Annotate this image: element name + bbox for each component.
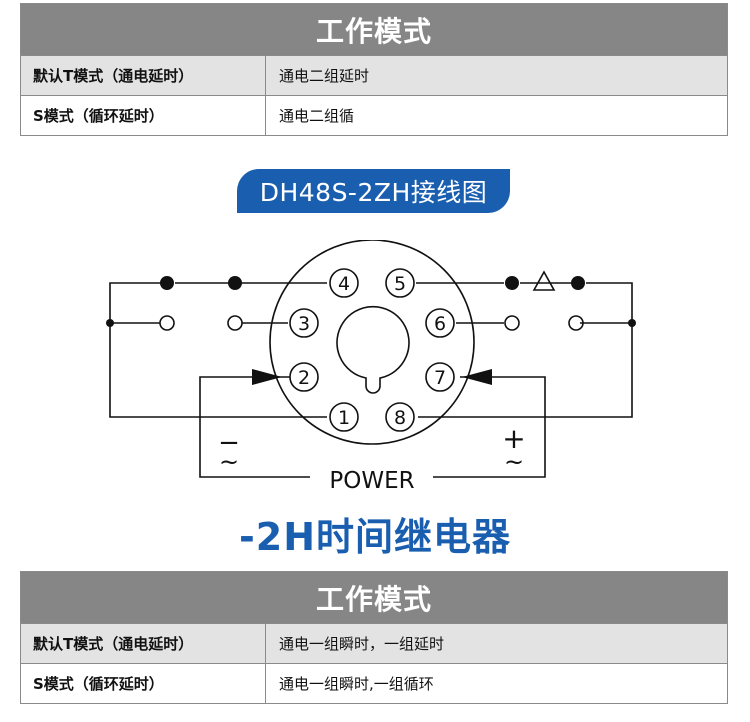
pin-label: 5 bbox=[394, 273, 406, 295]
plus-symbol: + bbox=[502, 422, 525, 455]
mode-value: 通电二组延时 bbox=[279, 67, 370, 85]
relay-title: -2H时间继电器 bbox=[238, 515, 511, 559]
mode-table-top: 工作模式 默认T模式（通电延时） 通电二组延时 S模式（循环延时） 通电二组循 bbox=[20, 3, 728, 136]
pin-label: 2 bbox=[298, 367, 310, 389]
table-header: 工作模式 bbox=[21, 4, 727, 55]
table-row: S模式（循环延时） 通电一组瞬时,一组循环 bbox=[21, 663, 727, 703]
mode-table-bottom: 工作模式 默认T模式（通电延时） 通电一组瞬时，一组延时 S模式（循环延时） 通… bbox=[20, 571, 728, 704]
pin-label: 7 bbox=[434, 367, 446, 389]
arrow-left bbox=[462, 369, 492, 385]
mode-value: 通电二组循 bbox=[279, 107, 355, 125]
table-row: 默认T模式（通电延时） 通电二组延时 bbox=[21, 55, 727, 95]
ac-symbol: ~ bbox=[504, 448, 524, 476]
minus-symbol: − bbox=[218, 428, 240, 458]
ac-symbol: ~ bbox=[219, 448, 239, 476]
power-label: POWER bbox=[329, 468, 414, 494]
table-header: 工作模式 bbox=[21, 572, 727, 623]
table-row: 默认T模式（通电延时） 通电一组瞬时，一组延时 bbox=[21, 623, 727, 663]
socket-circle bbox=[269, 240, 475, 445]
pin-label: 1 bbox=[338, 407, 350, 429]
mode-key: 默认T模式（通电延时） bbox=[21, 56, 266, 95]
arrow-right bbox=[252, 369, 282, 385]
pin-label: 6 bbox=[434, 313, 446, 335]
pin-label: 8 bbox=[394, 407, 406, 429]
wire-left-frame bbox=[109, 282, 327, 418]
pin-label: 3 bbox=[298, 313, 310, 335]
wire-power-right bbox=[433, 376, 546, 478]
socket-keyhole bbox=[336, 305, 410, 394]
wiring-diagram-title: DH48S-2ZH接线图 bbox=[237, 169, 510, 213]
pin-label: 4 bbox=[338, 273, 350, 295]
mode-value: 通电一组瞬时，一组延时 bbox=[279, 635, 445, 653]
mode-key: S模式（循环延时） bbox=[21, 96, 266, 135]
delay-triangle bbox=[532, 270, 556, 291]
wire-power-left bbox=[199, 376, 310, 478]
mode-key: S模式（循环延时） bbox=[21, 664, 266, 703]
mode-key: 默认T模式（通电延时） bbox=[21, 624, 266, 663]
wiring-diagram: 1 2 3 4 5 6 7 8 − ~ + ~ POWER bbox=[106, 240, 636, 494]
wire-right-frame bbox=[418, 282, 633, 418]
mode-value: 通电一组瞬时,一组循环 bbox=[279, 675, 434, 693]
table-row: S模式（循环延时） 通电二组循 bbox=[21, 95, 727, 135]
